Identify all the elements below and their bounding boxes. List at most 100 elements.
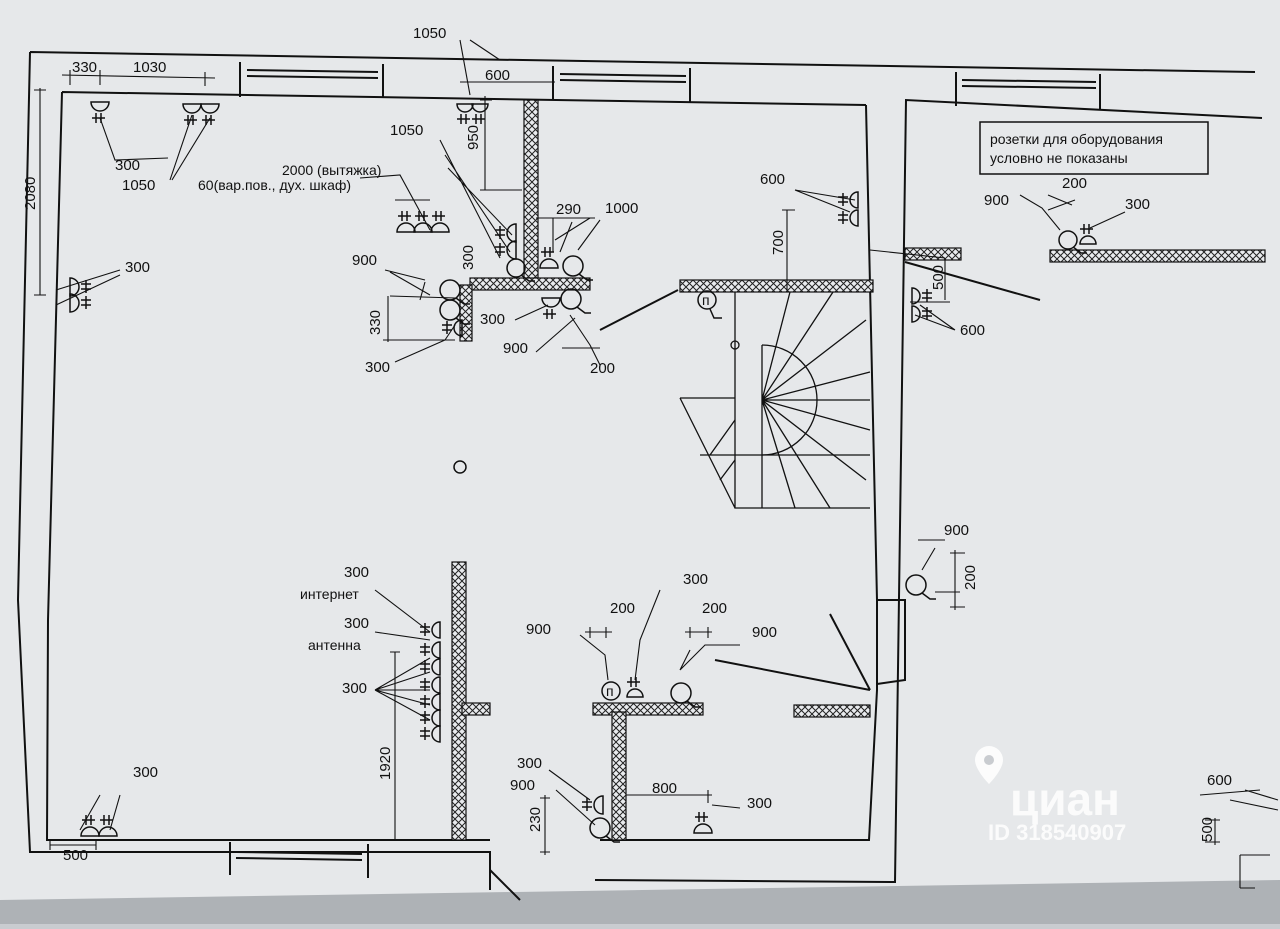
socket-icon <box>670 682 692 704</box>
socket-icon <box>626 688 644 698</box>
dim-hall-900: 900 <box>944 522 969 539</box>
plug-mark <box>455 297 470 305</box>
doors <box>599 261 1041 691</box>
dim-v-300: 300 <box>460 245 477 270</box>
plug-mark <box>100 815 113 825</box>
socket-icon <box>413 222 433 233</box>
plug-mark <box>1080 224 1093 234</box>
socket-icon <box>562 255 584 277</box>
door-bottom <box>489 869 521 901</box>
socket-icon <box>911 287 921 305</box>
socket-icon <box>69 293 80 313</box>
socket-icon <box>431 658 441 676</box>
switch-label-bath: п <box>606 683 614 699</box>
corridor-wall <box>876 599 906 685</box>
vent-label: 2000 (вытяжка) <box>282 162 381 178</box>
plug-mark <box>420 660 430 673</box>
right-room-wall-a <box>904 247 962 261</box>
plug-mark <box>578 273 593 281</box>
dim-v-2080: 2080 <box>22 177 39 210</box>
antenna-label: антенна <box>308 637 361 653</box>
plug-mark <box>582 798 592 811</box>
hall-wall <box>793 704 871 718</box>
dim-top-1050: 1050 <box>413 25 446 42</box>
dim-br-500: 500 <box>1199 817 1216 842</box>
socket-icon <box>560 288 582 310</box>
watermark-id: ID 318540907 <box>988 820 1126 845</box>
plug-mark <box>472 114 485 124</box>
window-2 <box>552 66 691 103</box>
plug-mark <box>838 211 848 224</box>
dim-k-1000: 1000 <box>605 200 638 217</box>
socket-icon <box>431 621 441 639</box>
dim-br-600: 600 <box>1207 772 1232 789</box>
sockets <box>69 101 1097 843</box>
paper-shadow <box>0 880 1280 924</box>
plug-mark <box>420 727 430 740</box>
dim-kitchen-1050: 1050 <box>390 122 423 139</box>
socket-icon <box>849 209 859 227</box>
watermark: циан ID 318540907 <box>975 746 1126 845</box>
plug-mark <box>922 307 932 320</box>
socket-icon <box>200 103 220 114</box>
socket-icon <box>589 817 611 839</box>
socket-icon <box>1058 230 1078 250</box>
dim-top-600: 600 <box>485 67 510 84</box>
dimension-texts: 1050 330 1030 600 1050 950 300 1050 2080… <box>22 25 1232 864</box>
socket-icon <box>905 574 927 596</box>
socket-icon <box>431 676 441 694</box>
dim-k-900: 900 <box>352 252 377 269</box>
dim-r-300: 300 <box>1125 196 1150 213</box>
dim-v-1920: 1920 <box>377 747 394 780</box>
dim-b-900: 900 <box>510 777 535 794</box>
dimension-lines <box>34 39 1279 889</box>
bath-wall-vertical <box>611 711 627 841</box>
switches <box>601 290 722 701</box>
dim-w-300-group: 300 <box>342 680 367 697</box>
dim-r-200: 200 <box>1062 175 1087 192</box>
dim-k-200: 200 <box>590 360 615 377</box>
socket-icon <box>693 823 713 834</box>
plug-mark <box>420 678 430 691</box>
plug-mark <box>686 700 701 708</box>
socket-icon <box>396 222 416 233</box>
oven-label: 60(вар.пов., дух. шкаф) <box>198 177 351 193</box>
dim-bl-300: 300 <box>133 764 158 781</box>
socket-icon <box>456 103 474 113</box>
dim-k-290: 290 <box>556 201 581 218</box>
dim-left-300-b: 300 <box>125 259 150 276</box>
plug-mark <box>576 306 591 314</box>
socket-icon <box>98 826 118 837</box>
note-box <box>979 121 1209 175</box>
plug-mark <box>695 812 708 822</box>
socket-icon <box>506 258 526 278</box>
plug-mark <box>420 643 430 656</box>
internet-label: интернет <box>300 586 359 602</box>
dim-bl-500: 500 <box>63 847 88 864</box>
dim-k-300-b: 300 <box>365 359 390 376</box>
dim-left-300-a: 300 <box>115 157 140 174</box>
right-room-wall-b <box>1049 249 1266 263</box>
staircase <box>679 291 871 509</box>
dim-st-600: 600 <box>760 171 785 188</box>
dim-b-300-right: 300 <box>747 795 772 812</box>
outer-wall <box>16 51 1256 890</box>
socket-icon <box>539 258 559 269</box>
plug-mark <box>922 289 932 302</box>
window-1 <box>239 62 384 98</box>
socket-icon <box>593 795 604 815</box>
dim-b-800: 800 <box>652 780 677 797</box>
socket-icon <box>430 222 450 233</box>
socket-icon <box>471 103 489 113</box>
inner-wall-line <box>45 91 867 841</box>
watermark-brand: циан <box>1010 773 1120 825</box>
socket-icon <box>431 725 441 743</box>
plug-mark <box>921 592 936 600</box>
plug-mark <box>442 321 452 334</box>
dim-c-200-b: 200 <box>702 600 727 617</box>
plug-mark <box>398 211 411 221</box>
plug-mark <box>520 274 535 282</box>
switch-label-stair: п <box>702 292 710 308</box>
plug-mark <box>627 677 640 687</box>
